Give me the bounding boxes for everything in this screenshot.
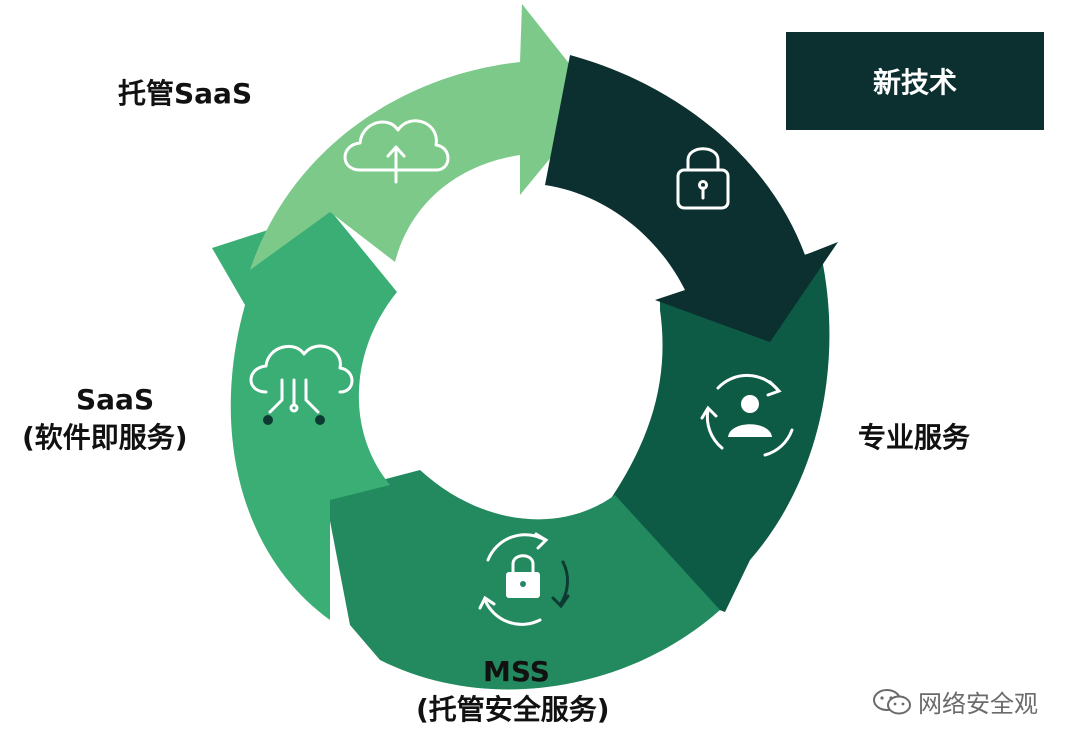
segment-managed-saas	[250, 4, 598, 270]
label-saas-sub: (软件即服务)	[22, 421, 188, 454]
label-managed-saas: 托管SaaS	[118, 77, 253, 110]
segment-saas	[212, 210, 397, 620]
label-new-tech: 新技术	[872, 66, 957, 99]
watermark-text: 网络安全观	[918, 690, 1038, 718]
watermark: 网络安全观	[872, 684, 1038, 719]
cloud-upload-icon	[343, 119, 450, 184]
new-tech-box: 新技术	[786, 32, 1044, 130]
cloud-network-icon	[249, 344, 354, 425]
lock-cycle-icon	[478, 532, 570, 626]
user-cycle-icon	[700, 373, 794, 457]
wechat-icon	[873, 688, 911, 714]
segment-new-tech	[545, 55, 838, 342]
label-saas: SaaS	[76, 383, 155, 416]
padlock-icon	[676, 147, 730, 210]
label-mss-sub: (托管安全服务)	[416, 693, 610, 726]
label-mss: MSS	[483, 655, 550, 688]
label-pro-services: 专业服务	[858, 421, 971, 454]
